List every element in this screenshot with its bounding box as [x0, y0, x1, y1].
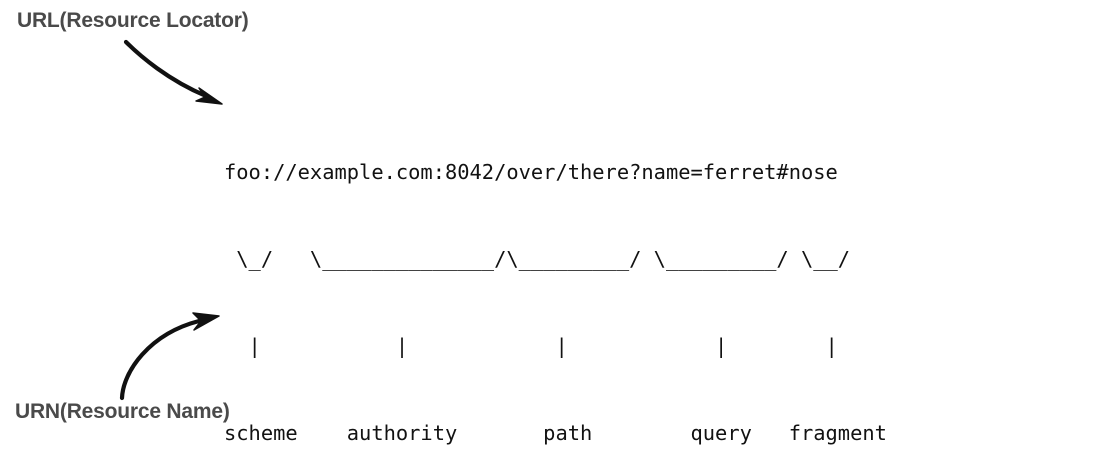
- url-ticks-row: | | | | |: [224, 334, 838, 358]
- url-annotation-label: URL(Resource Locator): [17, 9, 249, 32]
- uri-ascii-diagram: foo://example.com:8042/over/there?name=f…: [224, 100, 887, 455]
- urn-annotation-label: URN(Resource Name): [15, 400, 230, 423]
- curved-arrow-down-right-icon: [123, 39, 223, 105]
- url-example-row: foo://example.com:8042/over/there?name=f…: [224, 160, 838, 184]
- url-brackets-row: \_/ \______________/\_________/ \_______…: [224, 247, 851, 271]
- url-labels-row: scheme authority path query fragment: [224, 421, 887, 445]
- curved-arrow-up-right-icon: [119, 312, 220, 401]
